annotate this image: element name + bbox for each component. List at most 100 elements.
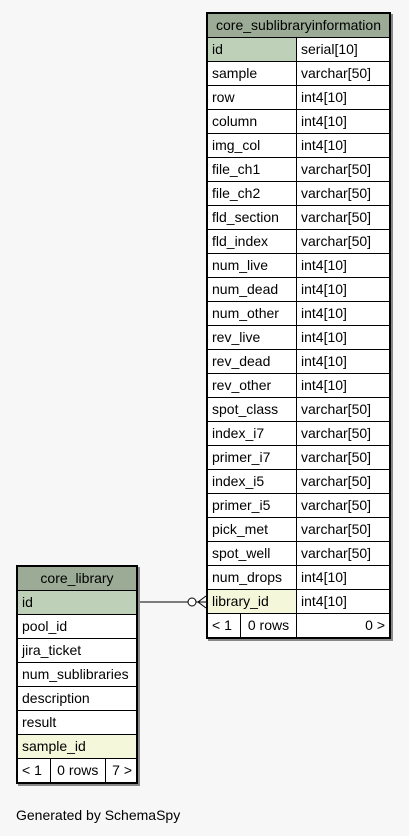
column-name: result [16,710,138,735]
column-type: varchar[50] [296,541,391,566]
parent-count: < 1 [16,758,51,784]
column-type: varchar[50] [296,517,391,542]
table-row[interactable]: sample_id [16,734,138,759]
column-name: rev_live [206,325,297,350]
zero-cardinality-icon [187,597,197,607]
column-name: num_live [206,253,297,278]
column-type: varchar[50] [296,445,391,470]
column-name: sample [206,61,297,86]
column-name: id [206,37,297,62]
column-name: column [206,109,297,134]
column-name: description [16,686,138,711]
column-name: index_i5 [206,469,297,494]
column-type: varchar[50] [296,157,391,182]
column-type: int4[10] [296,373,391,398]
table-row[interactable]: description [16,686,138,711]
column-name: file_ch1 [206,157,297,182]
column-name: pick_met [206,517,297,542]
column-type: serial[10] [296,37,391,62]
column-type: varchar[50] [296,421,391,446]
child-count: 0 > [296,613,391,639]
column-type: int4[10] [296,253,391,278]
column-name: num_other [206,301,297,326]
column-type: int4[10] [296,277,391,302]
column-type: int4[10] [296,109,391,134]
column-name: library_id [206,589,297,614]
column-name: num_drops [206,565,297,590]
row-count: 0 rows [240,613,297,639]
column-type: int4[10] [296,565,391,590]
column-type: varchar[50] [296,181,391,206]
column-name: primer_i7 [206,445,297,470]
column-name: fld_index [206,229,297,254]
crowfoot-icon [197,595,207,603]
column-name: jira_ticket [16,638,138,663]
column-name: row [206,85,297,110]
crowfoot-icon [197,601,207,609]
column-type: varchar[50] [296,493,391,518]
generated-by-footer: Generated by SchemaSpy [16,807,181,823]
column-name: fld_section [206,205,297,230]
column-type: int4[10] [296,589,391,614]
column-name: sample_id [16,734,138,759]
column-name: file_ch2 [206,181,297,206]
table-title[interactable]: core_sublibraryinformation [206,12,391,38]
row-count: 0 rows [50,758,106,784]
table-row[interactable]: jira_ticket [16,638,138,663]
column-type: varchar[50] [296,229,391,254]
table-row[interactable]: pool_id [16,614,138,639]
column-type: int4[10] [296,85,391,110]
table-row[interactable]: id [16,590,138,615]
column-name: rev_dead [206,349,297,374]
column-type: int4[10] [296,349,391,374]
column-type: int4[10] [296,325,391,350]
column-name: num_sublibraries [16,662,138,687]
column-name: rev_other [206,373,297,398]
table-row[interactable]: num_sublibraries [16,662,138,687]
column-name: id [16,590,138,615]
column-name: spot_well [206,541,297,566]
column-name: img_col [206,133,297,158]
column-name: index_i7 [206,421,297,446]
column-name: num_dead [206,277,297,302]
column-name: spot_class [206,397,297,422]
column-type: varchar[50] [296,61,391,86]
child-count: 7 > [104,758,138,784]
table-row[interactable]: result [16,710,138,735]
column-type: int4[10] [296,301,391,326]
column-name: pool_id [16,614,138,639]
table-title[interactable]: core_library [16,565,138,591]
column-type: varchar[50] [296,469,391,494]
column-type: int4[10] [296,133,391,158]
column-name: primer_i5 [206,493,297,518]
column-type: varchar[50] [296,205,391,230]
